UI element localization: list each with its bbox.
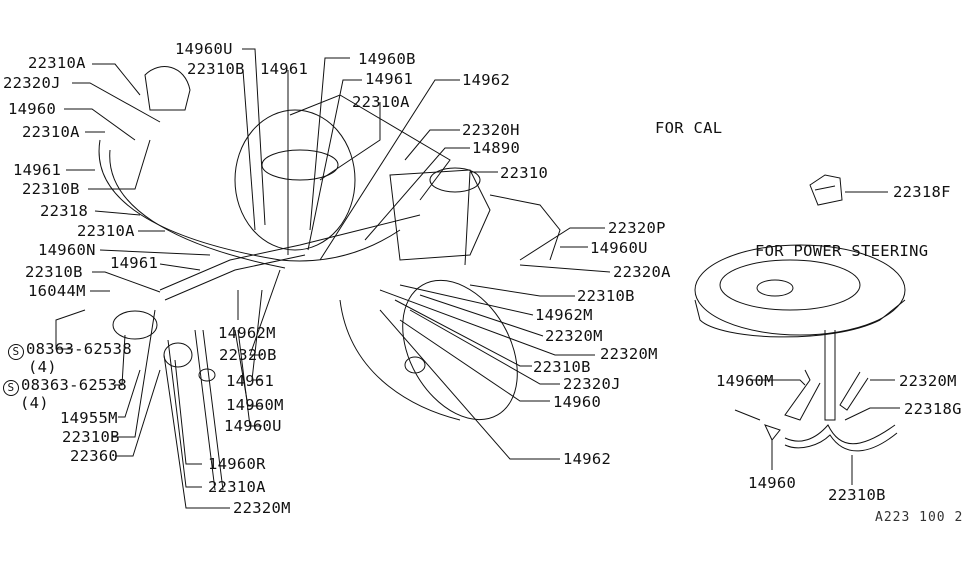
- part-label: 22310A: [77, 222, 135, 240]
- part-label: 22320J: [3, 74, 61, 92]
- part-label: 22320A: [613, 263, 671, 281]
- part-label: 22310A: [208, 478, 266, 496]
- screw-symbol-icon: S: [3, 380, 19, 396]
- part-number: 08363-62538: [26, 340, 132, 358]
- part-label: 22310B: [533, 358, 591, 376]
- part-label: 22320M: [233, 499, 291, 517]
- vacuum-switch-22318f: [809, 174, 843, 206]
- for-cal-title: FOR CAL: [655, 119, 723, 137]
- part-label: 14960N: [38, 241, 96, 259]
- part-label: 14962: [462, 71, 511, 89]
- part-label: 14961: [226, 372, 275, 390]
- part-label: 22310B: [22, 180, 80, 198]
- part-label: 14960M: [226, 396, 284, 414]
- part-label: 14962: [563, 450, 612, 468]
- part-label: 14960B: [358, 50, 416, 68]
- part-label: 14961: [13, 161, 62, 179]
- leader-lines: [55, 48, 900, 509]
- part-label: 22310A: [22, 123, 80, 141]
- part-label: 22320M: [545, 327, 603, 345]
- power-steering-title: FOR POWER STEERING: [755, 242, 929, 260]
- part-label: 22320P: [608, 219, 666, 237]
- part-label: 22310B: [577, 287, 635, 305]
- part-number: 08363-62538: [21, 376, 127, 394]
- part-label: 22360: [70, 447, 119, 465]
- part-label: 14960U: [175, 40, 233, 58]
- part-label: 22320H: [462, 121, 520, 139]
- part-label: 22318: [40, 202, 89, 220]
- part-label: 14960: [748, 474, 797, 492]
- part-label: 22310A: [352, 93, 410, 111]
- part-label: 14960: [8, 100, 57, 118]
- part-label: 14960U: [590, 239, 648, 257]
- part-label: 22320M: [899, 372, 957, 390]
- part-label: 22310B: [25, 263, 83, 281]
- part-label: 22318G: [904, 400, 962, 418]
- screw-symbol-icon: S: [8, 344, 24, 360]
- part-label: 22320B: [219, 346, 277, 364]
- engine-sketch: [98, 66, 561, 491]
- quantity-label: (4): [28, 358, 57, 376]
- part-label: 22320J: [563, 375, 621, 393]
- part-label: 14890: [472, 139, 521, 157]
- part-label: 14960M: [716, 372, 774, 390]
- part-label: 22310: [500, 164, 549, 182]
- part-label: 14961: [260, 60, 309, 78]
- part-label: 14960U: [224, 417, 282, 435]
- part-label: 22320M: [600, 345, 658, 363]
- part-label: 14962M: [535, 306, 593, 324]
- part-label: 14960: [553, 393, 602, 411]
- part-label: 22310B: [187, 60, 245, 78]
- part-label: 22310A: [28, 54, 86, 72]
- part-label: 14955M: [60, 409, 118, 427]
- power-steering-sketch: [694, 244, 906, 452]
- part-label: 14960R: [208, 455, 266, 473]
- figure-code: A223 100 2: [875, 510, 964, 525]
- part-label: 22310B: [62, 428, 120, 446]
- part-label: 14962M: [218, 324, 276, 342]
- part-label: 22310B: [828, 486, 886, 504]
- part-label: 14961: [110, 254, 159, 272]
- quantity-label: (4): [20, 394, 49, 412]
- part-label: 22318F: [893, 183, 951, 201]
- part-label: 16044M: [28, 282, 86, 300]
- part-label: 14961: [365, 70, 414, 88]
